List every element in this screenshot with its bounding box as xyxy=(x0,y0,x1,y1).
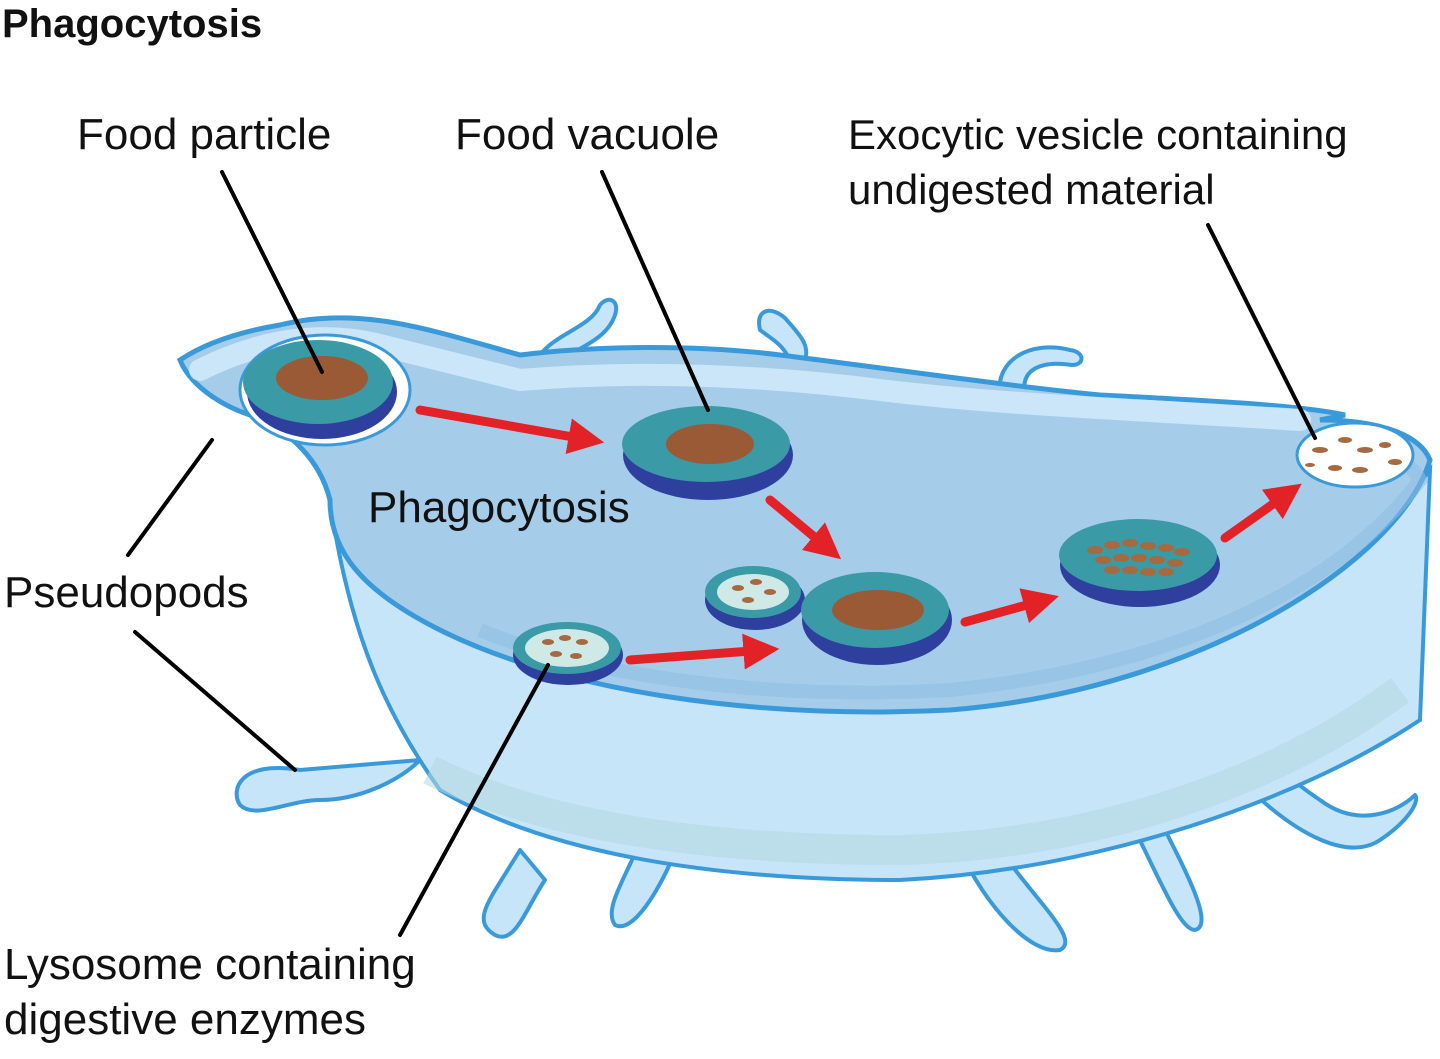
lower-pseudopods xyxy=(234,748,1419,953)
arrow-lysosome xyxy=(625,633,780,670)
label-exocytic-line2: undigested material xyxy=(848,166,1215,213)
label-phagocytosis: Phagocytosis xyxy=(368,483,630,532)
label-lysosome-line1: Lysosome containing xyxy=(4,940,416,989)
process-arrows xyxy=(415,405,1302,670)
leader-lines xyxy=(126,170,1317,937)
exocytic-vesicle xyxy=(1295,421,1415,489)
label-pseudopods: Pseudopods xyxy=(4,568,249,617)
leader-exocytic xyxy=(1206,223,1317,440)
leader-food-particle xyxy=(220,170,324,374)
lysosome xyxy=(513,622,623,685)
leader-pseudopod-bottom xyxy=(133,630,297,772)
arrow-vacuole-down xyxy=(765,495,842,560)
food-vacuole xyxy=(622,406,793,500)
fusing-vesicles xyxy=(705,566,952,665)
label-lysosome-line2: digestive enzymes xyxy=(4,995,366,1044)
label-food-particle: Food particle xyxy=(77,110,332,159)
label-food-vacuole: Food vacuole xyxy=(455,110,720,159)
label-exocytic-line1: Exocytic vesicle containing xyxy=(848,111,1348,158)
arrow-engulf xyxy=(415,405,605,454)
leader-food-vacuole xyxy=(600,170,710,412)
leader-lysosome xyxy=(398,663,550,937)
page-title: Phagocytosis xyxy=(2,2,263,46)
food-particle-vesicle xyxy=(238,333,412,447)
digesting-vacuole xyxy=(1059,519,1220,607)
arrow-exocytosis xyxy=(1220,483,1302,543)
arrow-fused xyxy=(960,588,1059,627)
leader-pseudopod-top xyxy=(126,438,214,557)
